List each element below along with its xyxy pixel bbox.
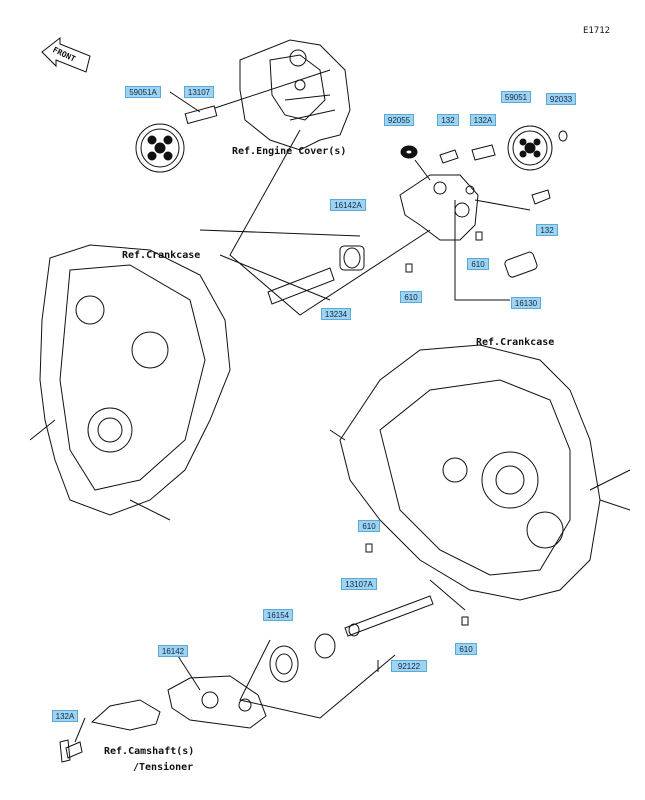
ref-crankcase-left: Ref.Crankcase xyxy=(122,250,201,261)
pin-610-mid-icon xyxy=(405,263,413,273)
part-label-16142a[interactable]: 16142A xyxy=(330,199,366,211)
part-label-610-left[interactable]: 610 xyxy=(358,520,380,532)
pump-body-16142-shape xyxy=(167,675,267,729)
part-label-610-right[interactable]: 610 xyxy=(455,643,477,655)
part-label-132a-bottom[interactable]: 132A xyxy=(52,710,78,722)
bolt-132a-top-icon xyxy=(471,144,496,161)
circlip-92033-icon xyxy=(558,130,568,142)
part-label-92055[interactable]: 92055 xyxy=(384,114,414,126)
part-label-13107a[interactable]: 13107A xyxy=(341,578,377,590)
part-label-16154[interactable]: 16154 xyxy=(263,609,293,621)
ref-tensioner: /Tensioner xyxy=(133,762,194,773)
part-label-132-right[interactable]: 132 xyxy=(536,224,558,236)
ref-crankcase-right: Ref.Crankcase xyxy=(476,337,555,348)
sprocket-59051a-icon xyxy=(135,123,185,173)
ref-camshaft: Ref.Camshaft(s) xyxy=(104,746,195,757)
camshaft-tensioner-ref-shape xyxy=(90,699,161,731)
engine-cover-shape xyxy=(239,39,351,151)
part-label-610-mid[interactable]: 610 xyxy=(400,291,422,303)
bolt-132-top-icon xyxy=(439,149,459,164)
pin-610-left-icon xyxy=(365,543,373,553)
washer-92055-icon xyxy=(400,145,418,159)
pump-shaft-13107a-shape xyxy=(344,595,434,637)
ref-engine-cover: Ref.Engine Cover(s) xyxy=(232,146,347,157)
part-label-16130[interactable]: 16130 xyxy=(511,297,541,309)
shaft-13107-shape xyxy=(184,105,218,125)
crankcase-right-shape xyxy=(329,344,631,601)
bolt-132a-bottom-icon xyxy=(59,739,83,763)
part-label-59051a[interactable]: 59051A xyxy=(125,86,161,98)
pin-610-right-icon xyxy=(461,616,469,626)
relief-valve-16130-shape xyxy=(504,251,538,278)
pin-610-c-icon xyxy=(475,231,483,241)
part-label-92033[interactable]: 92033 xyxy=(546,93,576,105)
part-label-132-top[interactable]: 132 xyxy=(437,114,459,126)
part-label-132a-top[interactable]: 132A xyxy=(470,114,496,126)
pump-body-16142a-shape xyxy=(399,174,479,241)
part-label-59051[interactable]: 59051 xyxy=(501,91,531,103)
part-label-610-c[interactable]: 610 xyxy=(467,258,489,270)
front-arrow-icon xyxy=(41,36,91,73)
rotor-16154-shape xyxy=(269,633,336,683)
bolt-132-right-icon xyxy=(531,189,551,205)
rotor-shaft-13234-shape xyxy=(267,245,365,305)
diagram-code: E1712 xyxy=(583,26,611,36)
crankcase-left-shape xyxy=(29,244,231,521)
part-label-13107[interactable]: 13107 xyxy=(184,86,214,98)
part-label-16142[interactable]: 16142 xyxy=(158,645,188,657)
part-label-13234[interactable]: 13234 xyxy=(321,308,351,320)
part-label-92122[interactable]: 92122 xyxy=(391,660,427,672)
sprocket-59051-icon xyxy=(507,125,553,171)
